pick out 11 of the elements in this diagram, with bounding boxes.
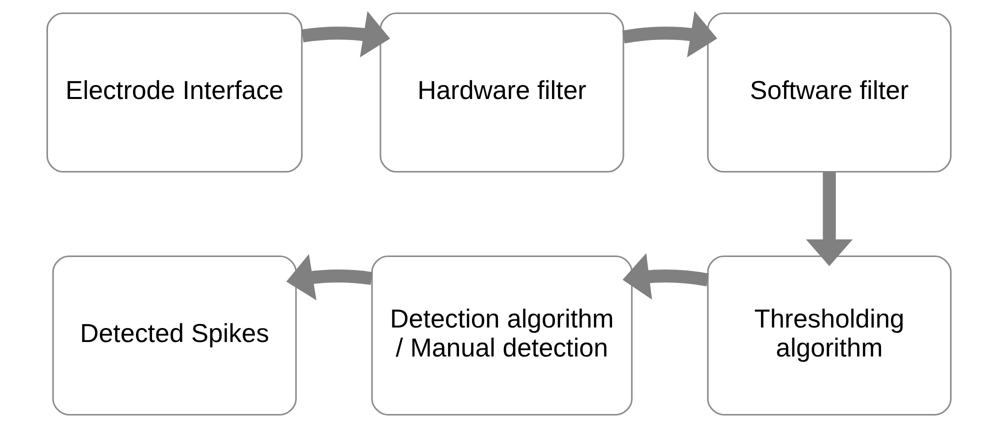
node-box: Thresholding algorithm: [706, 255, 952, 416]
arrow: [622, 11, 717, 58]
arrow: [300, 11, 390, 58]
arrow: [805, 172, 852, 266]
node-box: Software filter: [706, 12, 952, 173]
arrow: [622, 253, 708, 300]
node-box: Detection algorithm / Manual detection: [370, 255, 632, 416]
node-box: Electrode Interface: [46, 12, 302, 173]
node-box: Hardware filter: [379, 12, 624, 173]
node-box: Detected Spikes: [52, 255, 296, 416]
arrow: [286, 254, 372, 300]
